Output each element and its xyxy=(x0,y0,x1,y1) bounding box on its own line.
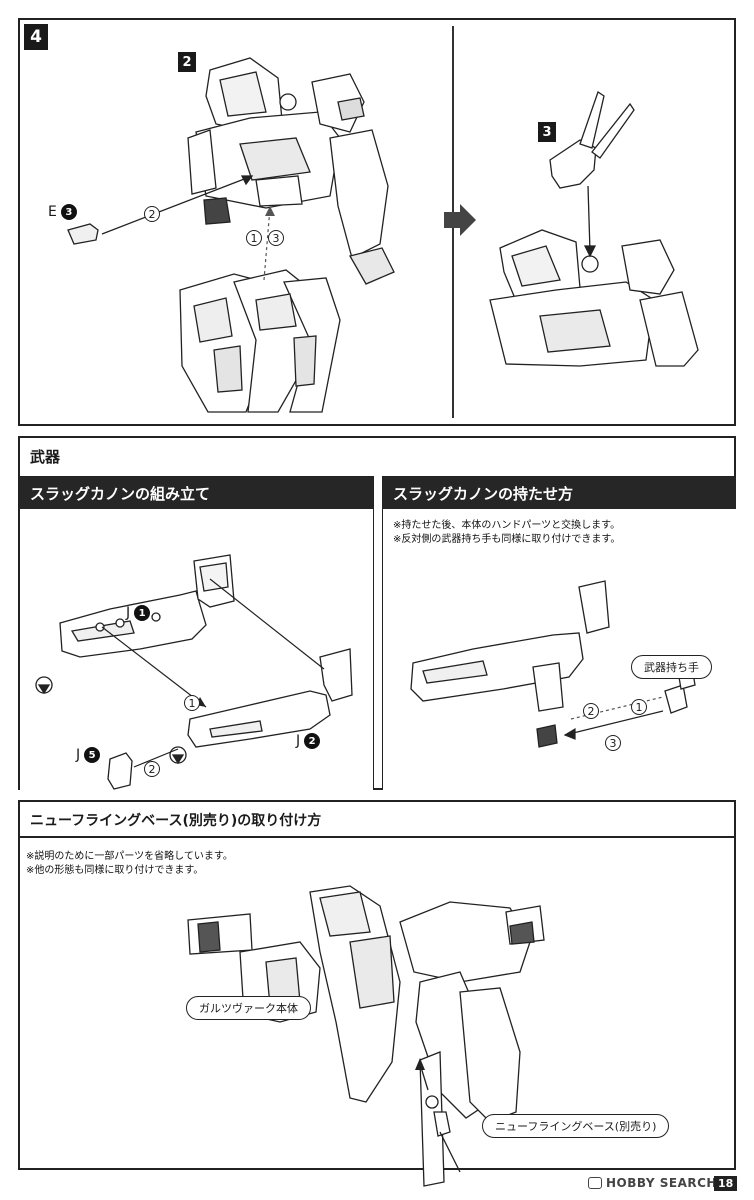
body-label: ガルツヴァーク本体 xyxy=(186,996,311,1020)
base-label: ニューフライングベース(別売り) xyxy=(482,1114,670,1138)
weapon-hand-label: 武器持ち手 xyxy=(631,655,712,679)
flying-base-illustration xyxy=(187,885,545,1187)
title-rule xyxy=(20,836,734,838)
flying-base-title: ニューフライングベース(別売り)の取り付け方 xyxy=(30,813,322,829)
part-letter: J xyxy=(76,747,81,763)
part-letter: J xyxy=(296,733,301,749)
weapons-section-title: 武器 xyxy=(30,448,61,466)
part-number-dot: 1 xyxy=(134,605,151,621)
part-number-dot: 3 xyxy=(60,204,77,220)
page-number: 18 xyxy=(714,1176,738,1191)
part-label-j2: J 2 xyxy=(296,733,321,749)
step4-panel: 4 2 3 E 3 xyxy=(18,18,736,426)
arrow-label-1: 1 xyxy=(246,230,262,246)
cannon-assembly-title: スラッグカノンの組み立て xyxy=(20,477,373,509)
watermark: HOBBY SEARCH xyxy=(588,1176,717,1190)
cannon-holding-panel: スラッグカノンの持たせ方 ※持たせた後、本体のハンドパーツと交換します。 ※反対… xyxy=(382,476,736,790)
holding-step-3: 3 xyxy=(605,735,621,751)
assembly-step-1: 1 xyxy=(184,695,200,711)
arrow-label-2: 2 xyxy=(144,206,160,222)
holding-note-2: ※反対側の武器持ち手も同様に取り付けできます。 xyxy=(393,534,621,545)
flying-base-section: ニューフライングベース(別売り)の取り付け方 ※説明のために一部パーツを省略して… xyxy=(18,800,736,1187)
holding-step-1: 1 xyxy=(631,699,647,715)
cannon-assembly-illustration xyxy=(35,554,353,790)
cannon-assembly-panel: スラッグカノンの組み立て xyxy=(20,476,374,790)
part-number-dot: 2 xyxy=(304,733,321,749)
flying-base-note-2: ※他の形態も同様に取り付けできます。 xyxy=(26,865,204,876)
arrow-label-3: 3 xyxy=(268,230,284,246)
watermark-logo-icon xyxy=(588,1177,602,1189)
cannon-holding-title: スラッグカノンの持たせ方 xyxy=(383,477,736,509)
holding-note-1: ※持たせた後、本体のハンドパーツと交換します。 xyxy=(393,520,621,531)
part-letter: E xyxy=(48,204,57,220)
step-number-badge: 4 xyxy=(24,24,48,50)
part-letter: J xyxy=(126,605,131,621)
watermark-text: HOBBY SEARCH xyxy=(606,1176,717,1190)
part-number-dot: 5 xyxy=(84,747,101,763)
weapons-section: 武器 スラッグカノンの組み立て xyxy=(18,436,736,790)
torso-illustration xyxy=(67,57,699,413)
part-label-j5: J 5 xyxy=(76,747,101,763)
assembly-step-2: 2 xyxy=(144,761,160,777)
flying-base-note-1: ※説明のために一部パーツを省略しています。 xyxy=(26,851,233,862)
sub-step-badge-3: 3 xyxy=(538,122,556,142)
holding-step-2: 2 xyxy=(583,703,599,719)
part-label-j1: J 1 xyxy=(126,605,151,621)
cannon-holding-illustration xyxy=(410,580,696,748)
part-label-e3: E 3 xyxy=(48,204,77,220)
sub-step-badge-2: 2 xyxy=(178,52,196,72)
